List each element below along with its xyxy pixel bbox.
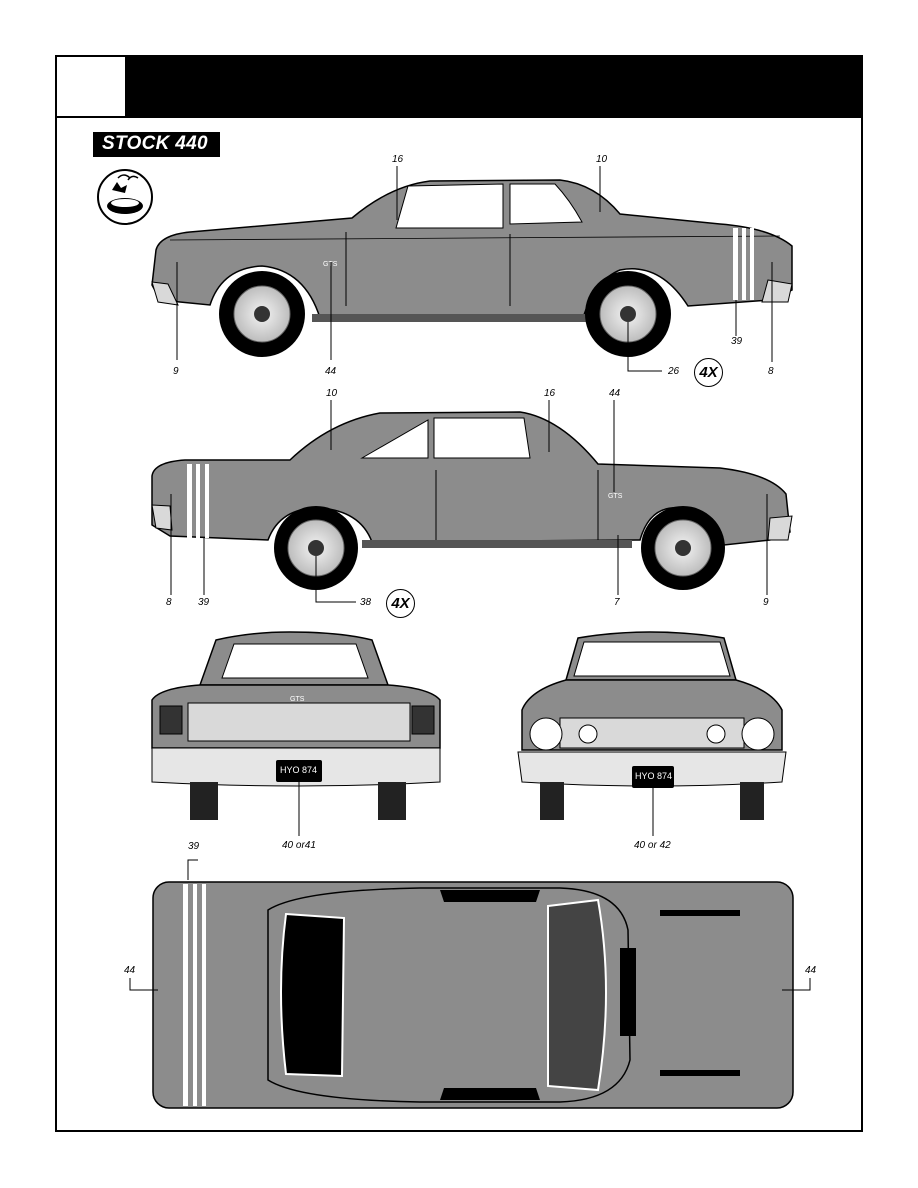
step-header-bar [57, 57, 861, 118]
rear-badge: GTS [290, 696, 305, 703]
callout-39: 39 [731, 336, 743, 347]
side-view-right: GTS [151, 400, 793, 603]
callout-plate-front: 40 or 42 [634, 840, 671, 851]
quantity-badge: 4X [386, 589, 415, 618]
side-view-left: GTS [151, 166, 793, 372]
rear-license-plate: HYO 874 [280, 765, 318, 775]
top-view [129, 859, 811, 1109]
step-number-box [57, 57, 127, 116]
callout-8: 8 [768, 366, 774, 377]
callout-8: 8 [166, 597, 172, 608]
svg-text:GTS: GTS [608, 493, 623, 500]
instruction-frame: STOCK 440 [55, 55, 863, 1132]
callout-10: 10 [596, 154, 608, 165]
front-view [517, 631, 787, 836]
callout-16: 16 [392, 154, 404, 165]
rear-view [151, 631, 441, 836]
callout-7: 7 [614, 597, 620, 608]
decal-water-bowl-icon [97, 169, 153, 225]
callout-16: 16 [544, 388, 556, 399]
quantity-badge: 4X [694, 358, 723, 387]
callout-9: 9 [763, 597, 769, 608]
callout-44: 44 [805, 965, 817, 976]
callout-9: 9 [173, 366, 179, 377]
callout-39: 39 [198, 597, 210, 608]
callout-26: 26 [668, 366, 680, 377]
callout-38: 38 [360, 597, 372, 608]
section-title: STOCK 440 [93, 132, 220, 157]
callout-39: 39 [188, 841, 200, 852]
front-license-plate: HYO 874 [635, 771, 673, 781]
callout-44: 44 [325, 366, 337, 377]
callout-10: 10 [326, 388, 338, 399]
callout-44: 44 [609, 388, 621, 399]
callout-44: 44 [124, 965, 136, 976]
svg-text:GTS: GTS [323, 261, 338, 268]
callout-plate-rear: 40 or41 [282, 840, 316, 851]
